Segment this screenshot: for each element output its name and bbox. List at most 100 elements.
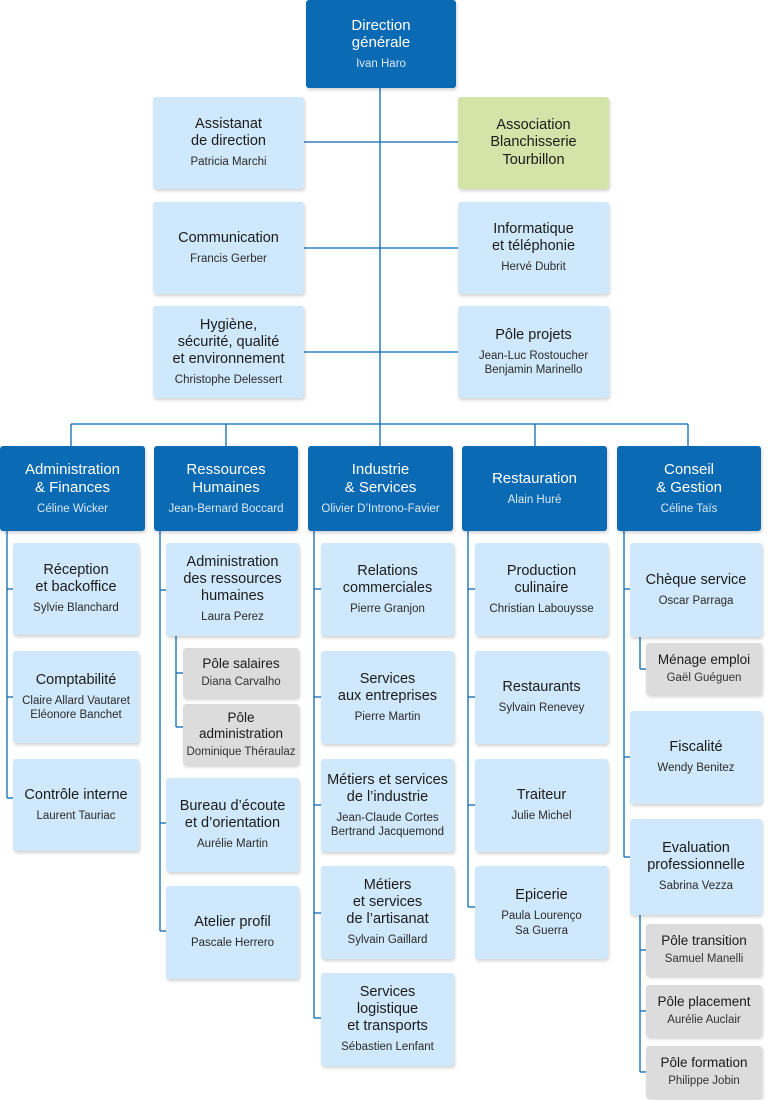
subunit-pole-administration: Pôle administration Dominique Théraulaz	[183, 704, 299, 765]
box-person: Jean-Luc Rostoucher Benjamin Marinello	[478, 349, 589, 377]
box-direction-generale: Direction générale Ivan Haro	[306, 0, 456, 88]
box-person: Claire Allard Vautaret Eléonore Banchet	[22, 694, 130, 722]
box-person: Christian Labouysse	[489, 602, 594, 615]
box-assistanat-direction: Assistanat de direction Patricia Marchi	[153, 97, 304, 189]
box-title: Direction générale	[351, 16, 411, 52]
box-title: Restauration	[491, 469, 578, 487]
box-person: Oscar Parraga	[658, 594, 734, 607]
box-communication: Communication Francis Gerber	[153, 202, 304, 294]
box-title: Hygiène, sécurité, qualité et environnem…	[172, 316, 285, 367]
subunit-pole-placement: Pôle placement Aurélie Auclair	[646, 985, 762, 1037]
box-person: Dominique Théraulaz	[186, 745, 296, 758]
box-person: Samuel Manelli	[664, 953, 744, 966]
box-person: Laura Perez	[201, 611, 264, 624]
box-title: Administration des ressources humaines	[183, 554, 282, 605]
box-person: Jean-Bernard Boccard	[168, 502, 284, 515]
box-person: Julie Michel	[511, 810, 572, 823]
unit-cheque-service: Chèque service Oscar Parraga	[630, 543, 762, 637]
box-title: Comptabilité	[35, 671, 117, 688]
box-person: Laurent Tauriac	[36, 809, 116, 822]
box-person: Pierre Martin	[354, 710, 421, 723]
unit-services-entreprises: Services aux entreprises Pierre Martin	[321, 651, 454, 744]
box-person: Céline Taïs	[660, 502, 718, 515]
box-title: Restaurants	[502, 679, 581, 696]
box-person: Patricia Marchi	[190, 156, 267, 169]
unit-comptabilite: Comptabilité Claire Allard Vautaret Eléo…	[13, 651, 139, 743]
box-title: Réception et backoffice	[35, 562, 117, 596]
box-title: Industrie & Services	[344, 461, 417, 496]
box-pole-projets: Pôle projets Jean-Luc Rostoucher Benjami…	[458, 306, 609, 398]
box-title: Pôle salaires	[202, 656, 280, 672]
unit-administration-rh: Administration des ressources humaines L…	[166, 543, 299, 636]
box-title: Assistanat de direction	[191, 116, 266, 150]
dept-restauration: Restauration Alain Huré	[462, 446, 607, 531]
box-person: Diana Carvalho	[201, 676, 281, 689]
box-person: Pierre Granjon	[350, 602, 425, 615]
box-title: Ménage emploi	[657, 652, 751, 668]
box-title: Relations commerciales	[342, 562, 433, 596]
box-person: Aurélie Martin	[197, 838, 268, 851]
unit-metiers-artisanat: Métiers et services de l’artisanat Sylva…	[321, 866, 454, 959]
unit-evaluation-professionnelle: Evaluation professionnelle Sabrina Vezza	[630, 819, 762, 915]
box-title: Fiscalité	[669, 739, 723, 756]
box-person: Francis Gerber	[190, 252, 267, 265]
box-association-blanchisserie: Association Blanchisserie Tourbillon	[458, 97, 609, 189]
box-person: Gaël Guéguen	[666, 672, 742, 685]
unit-reception-backoffice: Réception et backoffice Sylvie Blanchard	[13, 543, 139, 635]
box-person: Sébastien Lenfant	[341, 1041, 434, 1054]
dept-ressources-humaines: Ressources Humaines Jean-Bernard Boccard	[154, 446, 298, 531]
dept-conseil-gestion: Conseil & Gestion Céline Taïs	[617, 446, 761, 531]
box-title: Pôle placement	[657, 994, 751, 1010]
box-title: Services aux entreprises	[337, 670, 438, 704]
box-title: Services logistique et transports	[347, 984, 428, 1035]
box-title: Production culinaire	[506, 562, 577, 596]
box-title: Traiteur	[516, 787, 567, 804]
box-title: Pôle projets	[495, 326, 572, 343]
box-person: Aurélie Auclair	[667, 1014, 741, 1027]
box-title: Contrôle interne	[24, 786, 128, 803]
unit-logistique-transports: Services logistique et transports Sébast…	[321, 973, 454, 1066]
unit-metiers-industrie: Métiers et services de l’industrie Jean-…	[321, 759, 454, 852]
dept-administration-finances: Administration & Finances Céline Wicker	[0, 446, 145, 531]
box-title: Association Blanchisserie Tourbillon	[490, 117, 577, 168]
dept-industrie-services: Industrie & Services Olivier D’Introno-F…	[308, 446, 453, 531]
subunit-pole-salaires: Pôle salaires Diana Carvalho	[183, 648, 299, 698]
box-title: Administration & Finances	[24, 461, 121, 496]
box-title: Informatique et téléphonie	[491, 221, 576, 255]
box-title: Atelier profil	[194, 914, 271, 931]
unit-epicerie: Epicerie Paula Lourenço Sa Guerra	[475, 866, 608, 959]
box-person: Ivan Haro	[356, 58, 406, 70]
box-title: Pôle formation	[660, 1055, 748, 1071]
unit-traiteur: Traiteur Julie Michel	[475, 759, 608, 852]
subunit-menage-emploi: Ménage emploi Gaël Guéguen	[646, 643, 762, 695]
box-person: Sabrina Vezza	[658, 880, 734, 893]
unit-bureau-ecoute: Bureau d’écoute et d’orientation Aurélie…	[166, 778, 299, 872]
box-title: Epicerie	[515, 887, 568, 904]
unit-restaurants: Restaurants Sylvain Renevey	[475, 651, 608, 744]
box-person: Wendy Benitez	[657, 762, 735, 775]
box-person: Sylvain Renevey	[498, 702, 585, 715]
box-person: Pascale Herrero	[190, 937, 275, 950]
subunit-pole-transition: Pôle transition Samuel Manelli	[646, 924, 762, 976]
box-person: Christophe Delessert	[174, 373, 283, 386]
box-title: Métiers et services de l’industrie	[327, 771, 448, 805]
box-title: Pôle transition	[661, 933, 747, 949]
box-person: Céline Wicker	[37, 502, 108, 515]
box-title: Evaluation professionnelle	[647, 840, 745, 874]
box-person: Olivier D’Introno-Favier	[321, 502, 440, 515]
box-person: Hervé Dubrit	[501, 261, 566, 274]
box-title: Communication	[178, 229, 279, 246]
box-person: Sylvain Gaillard	[347, 934, 428, 947]
box-title: Métiers et services de l’artisanat	[346, 877, 429, 928]
box-person: Sylvie Blanchard	[33, 602, 119, 615]
box-hygiene-securite: Hygiène, sécurité, qualité et environnem…	[153, 306, 304, 398]
box-title: Ressources Humaines	[186, 461, 266, 496]
unit-controle-interne: Contrôle interne Laurent Tauriac	[13, 759, 139, 851]
box-title: Chèque service	[645, 571, 747, 588]
box-person: Alain Huré	[507, 493, 562, 506]
box-title: Pôle administration	[198, 709, 284, 741]
box-person: Paula Lourenço Sa Guerra	[501, 910, 582, 937]
box-person: Jean-Claude Cortes Bertrand Jacquemond	[330, 811, 445, 839]
box-title: Conseil & Gestion	[656, 461, 722, 496]
